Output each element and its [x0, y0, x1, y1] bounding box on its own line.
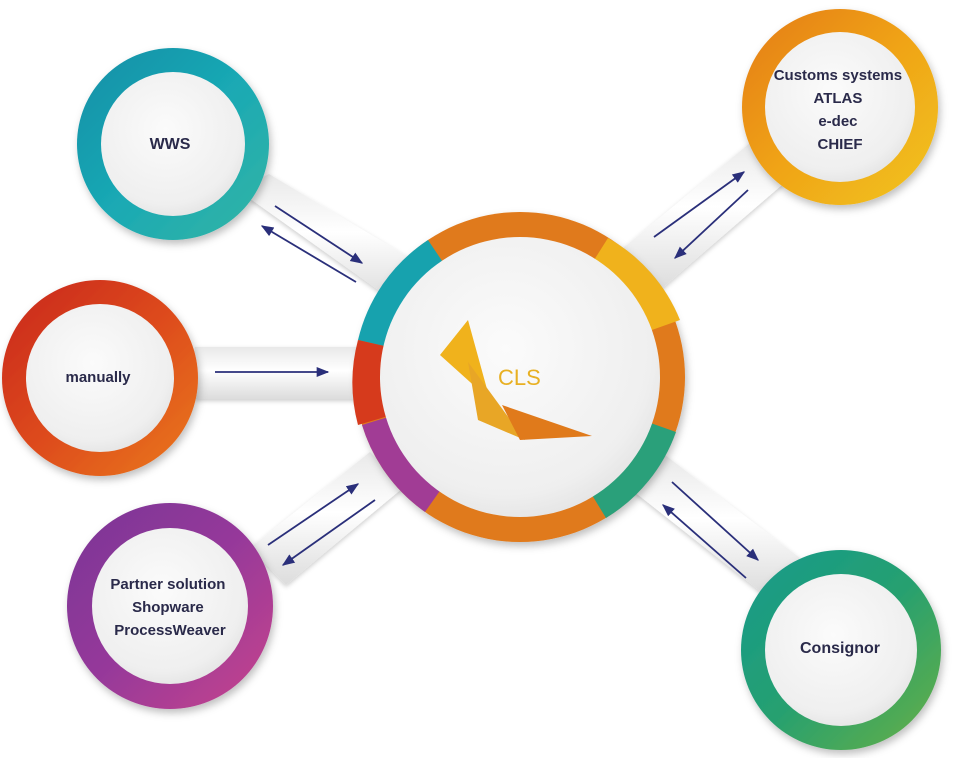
cls-hub: CLS — [352, 212, 685, 542]
customs-label-line-2: ATLAS — [813, 90, 862, 107]
partner-label-line-3: ProcessWeaver — [114, 622, 226, 639]
wws-label-line-1: WWS — [150, 136, 191, 153]
arrow-cls-to-wws — [260, 225, 357, 283]
node-customs: Customs systems ATLAS e-dec CHIEF — [742, 9, 938, 205]
cls-label: CLS — [498, 365, 541, 390]
consignor-label-line-1: Consignor — [800, 640, 880, 657]
band-customs — [622, 138, 790, 290]
customs-inner-disc — [765, 32, 915, 182]
band-partner — [250, 452, 404, 585]
manually-label-line-1: manually — [65, 369, 131, 386]
wws-label: WWS — [150, 136, 191, 153]
partner-label: Partner solution Shopware ProcessWeaver — [110, 576, 229, 639]
partner-label-line-2: Shopware — [132, 599, 204, 616]
node-wws: WWS — [77, 48, 269, 240]
arrow-partner-to-cls — [267, 483, 360, 546]
consignor-inner-disc — [765, 574, 917, 726]
manually-inner-disc — [26, 304, 174, 452]
customs-label-line-1: Customs systems — [774, 67, 902, 84]
arrow-cls-to-partner — [281, 499, 376, 566]
cls-logo-icon — [440, 320, 592, 440]
band-manually — [195, 347, 370, 399]
node-consignor: Consignor — [741, 550, 941, 750]
arrow-customs-to-cls — [674, 189, 749, 259]
partner-label-line-1: Partner solution — [110, 576, 225, 593]
partner-inner-disc — [92, 528, 248, 684]
node-partner: Partner solution Shopware ProcessWeaver — [67, 503, 273, 709]
node-manually: manually — [2, 280, 198, 476]
arrow-cls-to-customs — [653, 171, 746, 238]
connector-bands — [195, 138, 800, 595]
manually-label: manually — [65, 369, 131, 386]
customs-label-line-3: e-dec — [818, 113, 857, 130]
wws-inner-disc — [101, 72, 245, 216]
cls-inner-disc — [380, 237, 660, 517]
arrow-wws-to-cls — [274, 205, 364, 264]
arrow-cls-to-consignor — [671, 481, 759, 561]
arrow-consignor-to-cls — [662, 504, 747, 579]
band-consignor — [632, 455, 800, 595]
customs-label: Customs systems ATLAS e-dec CHIEF — [774, 67, 907, 153]
customs-label-line-4: CHIEF — [818, 136, 863, 153]
band-wws — [238, 174, 425, 302]
connection-arrows — [215, 171, 759, 579]
consignor-label: Consignor — [800, 640, 880, 657]
